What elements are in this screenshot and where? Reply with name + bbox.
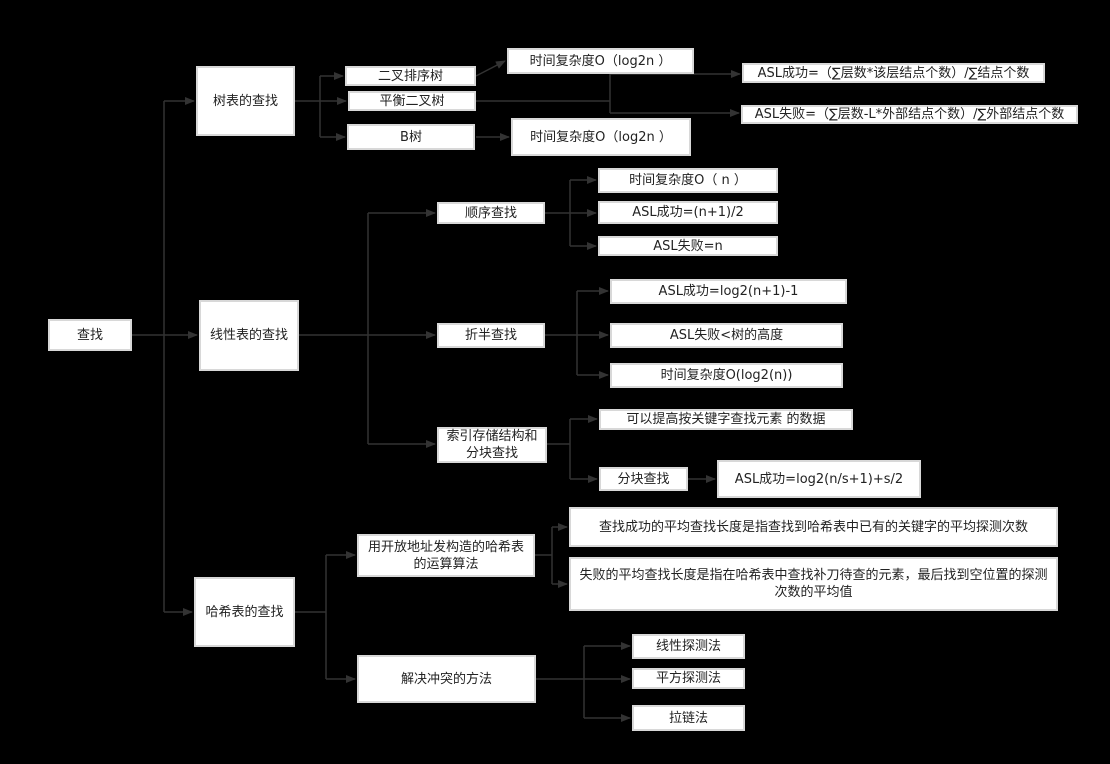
binary-asl-success-node[interactable]: ASL成功=log2(n+1)-1 <box>610 279 847 304</box>
tree-asl-fail-node[interactable]: ASL失败=（∑层数-L*外部结点个数）/∑外部结点个数 <box>741 105 1078 124</box>
tree-asl-success-node[interactable]: ASL成功=（∑层数*该层结点个数）/∑结点个数 <box>742 63 1045 83</box>
conflict-resolution-node[interactable]: 解决冲突的方法 <box>357 655 536 703</box>
binary-search-node[interactable]: 折半查找 <box>437 323 545 348</box>
btree-node[interactable]: B树 <box>347 124 475 150</box>
open-address-node[interactable]: 用开放地址发构造的哈希表的运算算法 <box>357 534 535 577</box>
tree-search-node[interactable]: 树表的查找 <box>196 66 295 136</box>
linear-search-node[interactable]: 线性表的查找 <box>199 300 299 371</box>
tree-complexity-node[interactable]: 时间复杂度O（log2n ） <box>507 48 694 74</box>
hash-search-node[interactable]: 哈希表的查找 <box>194 577 295 647</box>
btree-complexity-node[interactable]: 时间复杂度O（log2n ） <box>511 118 691 156</box>
hash-success-node[interactable]: 查找成功的平均查找长度是指查找到哈希表中已有的关键字的平均探测次数 <box>569 507 1058 547</box>
block-asl-node[interactable]: ASL成功=log2(n/s+1)+s/2 <box>717 460 921 498</box>
bst-node[interactable]: 二叉排序树 <box>345 66 476 86</box>
indexed-improve-node[interactable]: 可以提高按关键字查找元素 的数据 <box>599 409 853 430</box>
avl-node[interactable]: 平衡二叉树 <box>348 91 476 111</box>
linear-probing-node[interactable]: 线性探测法 <box>632 634 745 659</box>
block-search-node[interactable]: 分块查找 <box>599 467 688 491</box>
binary-asl-fail-node[interactable]: ASL失败<树的高度 <box>610 323 843 348</box>
indexed-search-node[interactable]: 索引存储结构和分块查找 <box>437 427 547 463</box>
binary-complexity-node[interactable]: 时间复杂度O(log2(n)) <box>610 363 843 388</box>
chaining-node[interactable]: 拉链法 <box>632 705 745 731</box>
root-node[interactable]: 查找 <box>48 319 132 351</box>
sequential-search-node[interactable]: 顺序查找 <box>437 202 545 224</box>
sequential-asl-success-node[interactable]: ASL成功=(n+1)/2 <box>598 201 778 224</box>
hash-fail-node[interactable]: 失败的平均查找长度是指在哈希表中查找补刀待查的元素，最后找到空位置的探测次数的平… <box>569 557 1058 611</box>
sequential-asl-fail-node[interactable]: ASL失败=n <box>598 236 778 256</box>
quadratic-probing-node[interactable]: 平方探测法 <box>632 668 745 689</box>
sequential-complexity-node[interactable]: 时间复杂度O（ n ） <box>598 168 778 193</box>
